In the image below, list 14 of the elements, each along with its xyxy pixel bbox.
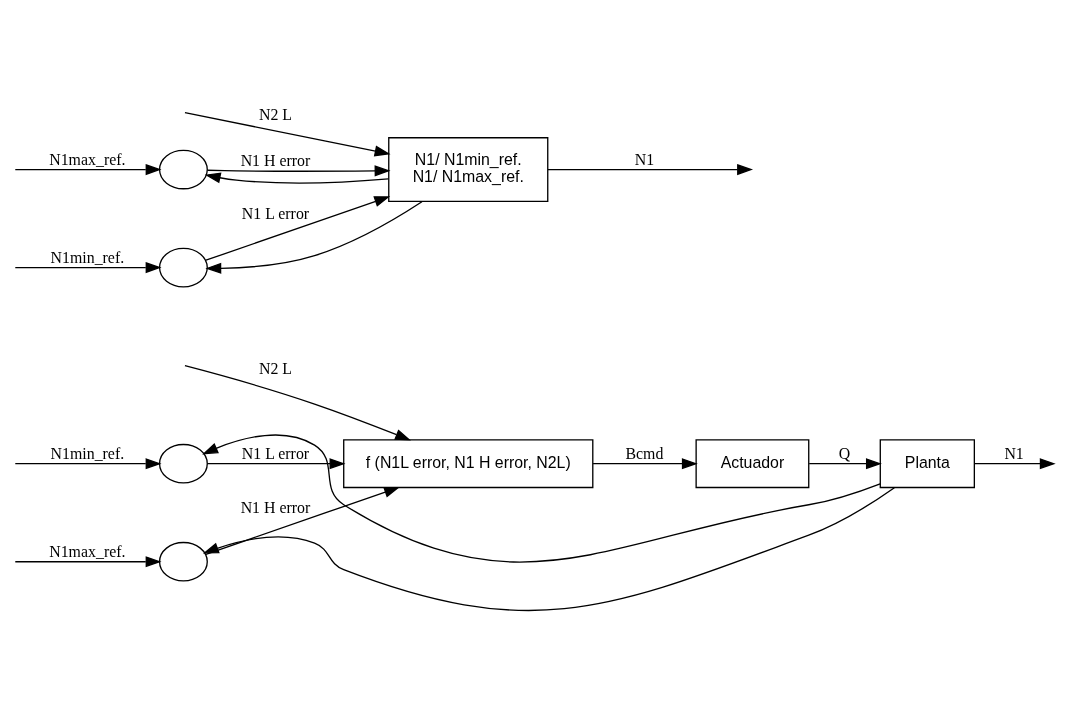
edge-label: N1 H error (240, 152, 311, 170)
edge-label: N1 L error (241, 205, 310, 223)
edge-label: N2 L (258, 360, 293, 378)
edge-label: N1 H error (240, 499, 311, 517)
edge-label: N2 L (258, 106, 293, 124)
edge-label: N1min_ref. (50, 445, 125, 463)
edge-label: Q (838, 445, 851, 463)
edge-label: N1min_ref. (50, 249, 125, 267)
edge-label: N1 (1004, 445, 1024, 463)
edge-label: Bcmd (625, 445, 664, 463)
edge-label: N1max_ref. (49, 543, 126, 561)
edge-label: N1 L error (241, 445, 310, 463)
edge-label: N1max_ref. (49, 151, 126, 169)
edge-label: N1 (634, 151, 655, 169)
